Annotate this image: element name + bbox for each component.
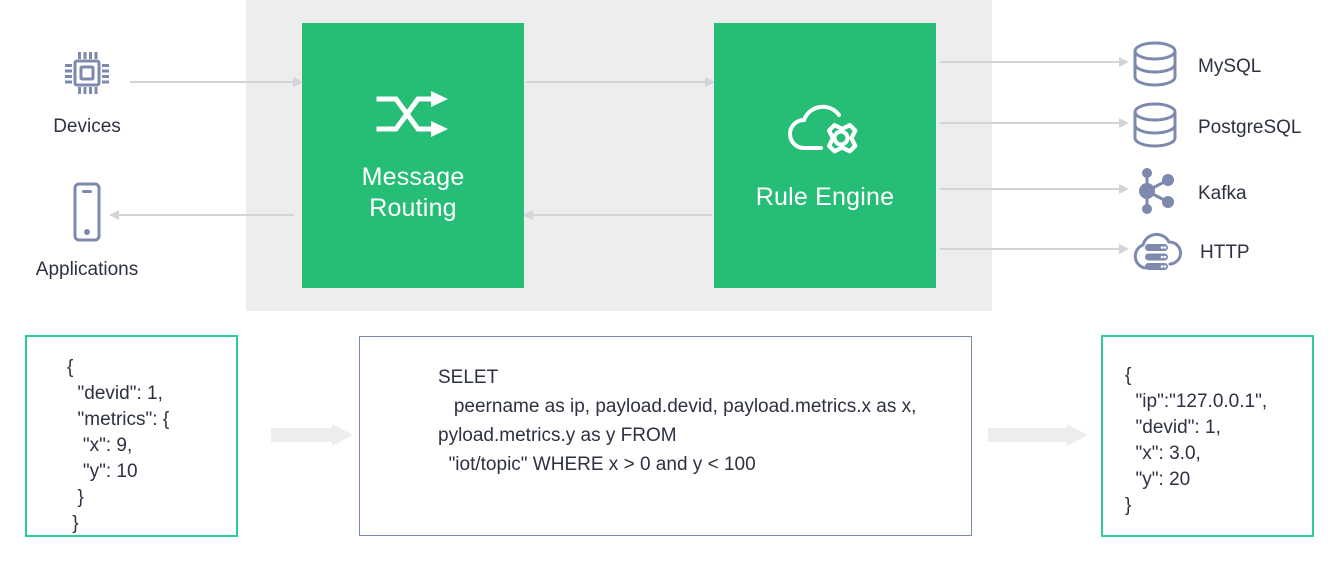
mobile-phone-icon [66,180,108,249]
shuffle-arrows-icon [376,87,450,146]
process-label-line2: Routing [369,194,457,222]
process-box-rule-engine[interactable]: Rule Engine [714,23,936,288]
connector-rule-engine-to-http [940,244,1129,254]
cloud-gear-icon [787,99,863,166]
database-cylinder-icon [1130,101,1180,154]
node-label-postgresql: PostgreSQL [1198,116,1302,138]
process-label-line1: Message [361,163,465,191]
arrow-head [332,424,353,446]
microchip-icon [59,45,115,106]
node-graph-icon [1130,166,1180,221]
database-cylinder-icon [1130,40,1180,93]
node-applications: Applications [24,180,150,281]
connector-devices-to-message-routing [130,77,303,87]
connector-message-routing-to-rule-engine [526,77,715,87]
node-label-mysql: MySQL [1198,55,1262,77]
connector-message-routing-to-applications [109,210,294,220]
flow-arrow-sql-to-output [988,424,1088,446]
connector-rule-engine-to-kafka [940,184,1129,194]
process-label-rule-engine: Rule Engine [755,182,895,211]
node-kafka: Kafka [1130,166,1247,221]
node-label-applications: Applications [35,259,139,280]
node-http: HTTP [1130,226,1250,279]
output-payload-box: { "ip":"127.0.0.1", "devid": 1, "x": 3.0… [1101,335,1314,537]
node-label-kafka: Kafka [1198,182,1247,204]
node-label-devices: Devices [53,116,121,137]
input-payload-box: { "devid": 1, "metrics": { "x": 9, "y": … [25,335,238,537]
connector-rule-engine-to-message-routing [523,210,712,220]
flow-arrow-input-to-sql [271,424,353,446]
arrow-shaft [271,428,332,442]
node-devices: Devices [32,45,142,138]
arrow-shaft [988,428,1067,442]
sql-rule-box: SELET peername as ip, payload.devid, pay… [359,336,972,536]
node-mysql: MySQL [1130,40,1261,93]
connector-rule-engine-to-postgresql [940,118,1129,128]
node-postgresql: PostgreSQL [1130,101,1302,154]
node-label-http: HTTP [1200,241,1250,263]
cloud-server-icon [1130,226,1182,279]
arrow-head [1067,424,1088,446]
connector-rule-engine-to-mysql [940,57,1129,67]
